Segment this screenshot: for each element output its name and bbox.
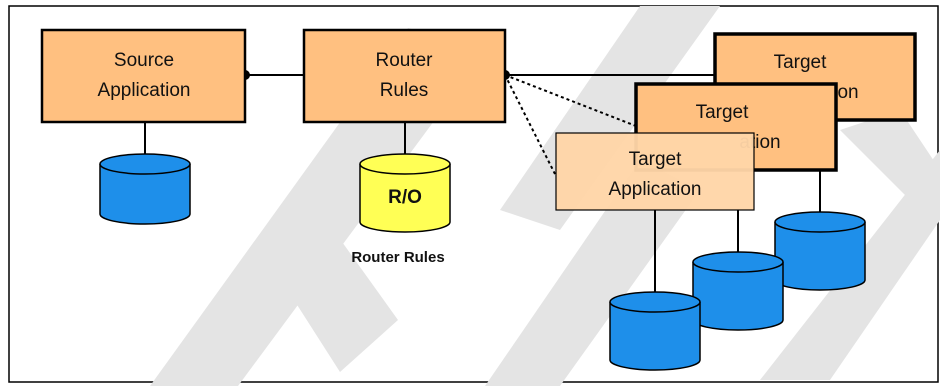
target-mid-line1: Target [696, 102, 750, 123]
router-line2: Rules [380, 80, 429, 101]
router-rules-caption: Router Rules [351, 249, 444, 266]
source-line2: Application [98, 80, 191, 101]
source-line1: Source [114, 50, 174, 71]
router-rules-database-icon: R/O [359, 153, 451, 233]
target-front-line1: Target [629, 149, 683, 170]
watermark-stroke-6 [840, 110, 940, 200]
source-database-icon [99, 153, 191, 225]
connectors [144, 74, 821, 302]
target-application-front: Target Application [555, 132, 755, 211]
source-application-box: Source Application [40, 28, 247, 124]
router-line1: Router [375, 50, 433, 71]
target-front-line2: Application [609, 179, 702, 200]
router-db-label: R/O [388, 187, 422, 208]
router-rules-box: Router Rules [302, 28, 507, 124]
target-back-line1: Target [774, 52, 828, 73]
target-back-database-icon [774, 211, 866, 291]
target-front-database-icon [609, 291, 701, 371]
watermark-stroke-3 [485, 160, 700, 386]
connector-router-target-front [504, 74, 557, 177]
target-mid-database-icon [692, 251, 784, 331]
watermark-stroke-2 [262, 200, 398, 372]
